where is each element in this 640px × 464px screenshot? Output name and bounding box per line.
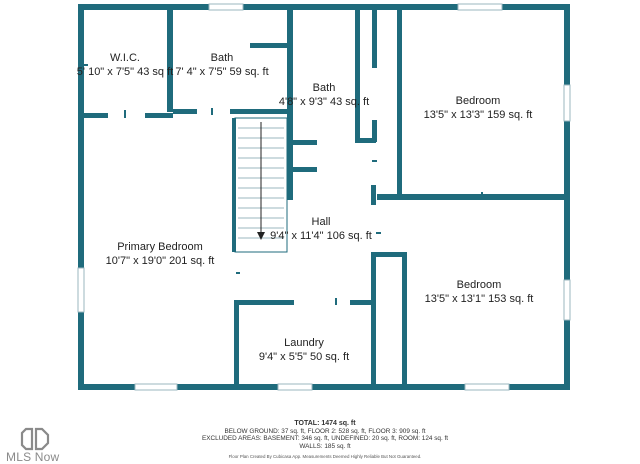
room-wic: W.I.C. 5' 10" x 7'5" 43 sq ft [77, 51, 173, 79]
room-dimensions: 7' 4" x 7'5" 59 sq. ft [175, 66, 269, 78]
room-bedroom-2: Bedroom 13'5" x 13'1" 153 sq. ft [425, 278, 534, 306]
wall-closet-right-lower [372, 120, 377, 142]
room-bath-2: Bath 4'8" x 9'3" 43 sq. ft [279, 81, 369, 109]
window-bottom-laundry [277, 383, 313, 391]
room-name: Bedroom [455, 95, 501, 107]
wall-bedroom2-closet [402, 252, 407, 384]
room-bath-1: Bath 7' 4" x 7'5" 59 sq. ft [175, 51, 268, 79]
summary-line-2: EXCLUDED AREAS: BASEMENT: 346 sq. ft, UN… [201, 435, 449, 443]
room-name: Bedroom [456, 279, 502, 291]
wall-closet-bottom [355, 138, 376, 143]
wall-bedroom1-left [397, 10, 402, 198]
logo-text: MLS Now [6, 450, 60, 464]
room-name: Hall [311, 216, 331, 228]
window-top-bedroom [457, 3, 503, 11]
wall-stairs-left [232, 118, 236, 252]
window-bottom-bedroom2 [464, 383, 510, 391]
wall-bath-bottom [173, 109, 197, 114]
wall-wic-bath [167, 10, 173, 112]
summary-total: TOTAL: 1474 sq. ft [294, 420, 356, 427]
room-dimensions: 9'4" x 11'4" 106 sq. ft [270, 230, 372, 242]
room-laundry: Laundry 9'4" x 5'5" 50 sq. ft [259, 336, 349, 364]
room-name: Bath [312, 82, 336, 94]
wall-bath2-stub2 [293, 167, 317, 172]
window-left-primary [77, 267, 85, 313]
door-ticks [84, 64, 483, 305]
wall-hall-right-lower [371, 252, 376, 384]
wall-wic-bottom-right [145, 113, 173, 118]
floor-plan [77, 3, 571, 391]
room-name: Primary Bedroom [117, 241, 203, 253]
wall-bedroom2-top [371, 252, 407, 257]
room-bedroom-1: Bedroom 13'5" x 13'3" 159 sq. ft [424, 94, 533, 122]
outer-wall-bottom [78, 384, 570, 390]
room-dimensions: 10'7" x 19'0" 201 sq. ft [105, 255, 215, 267]
wall-hall-right-upper [371, 185, 376, 205]
room-dimensions: 4'8" x 9'3" 43 sq. ft [278, 96, 370, 108]
window-right-bedroom2 [563, 279, 571, 321]
wall-wic-bottom [84, 113, 108, 118]
wall-bath2-stub [293, 140, 317, 145]
wall-bath-bottom-right [230, 109, 292, 114]
outer-wall-top [78, 4, 570, 10]
room-dimensions: 13'5" x 13'1" 153 sq. ft [424, 293, 534, 305]
room-name: Bath [210, 52, 234, 64]
outer-wall-right [564, 4, 570, 390]
room-dimensions: 13'5" x 13'3" 159 sq. ft [423, 109, 533, 121]
room-hall: Hall 9'4" x 11'4" 106 sq. ft [270, 215, 372, 243]
outer-wall-left [78, 4, 84, 390]
area-summary: TOTAL: 1474 sq. ft BELOW GROUND: 37 sq. … [190, 420, 460, 450]
mls-logo-icon [20, 427, 50, 451]
plan-credit: Floor Plan Created By Cubicasa App. Meas… [228, 454, 422, 459]
wall-laundry-top-right [350, 300, 375, 305]
summary-line-3: WALLS: 185 sq. ft [299, 442, 351, 450]
summary-line-1: BELOW GROUND: 37 sq. ft, FLOOR 2: 528 sq… [224, 427, 426, 435]
wall-bath-vanity [250, 43, 290, 48]
room-dimensions: 9'4" x 5'5" 50 sq. ft [258, 351, 350, 363]
stair-arrowhead [257, 232, 265, 240]
wall-laundry-left [234, 300, 239, 384]
wall-closet-left [355, 10, 360, 142]
wall-bath-bath2 [287, 10, 293, 200]
wall-laundry-top-left [234, 300, 294, 305]
room-name: Laundry [284, 337, 324, 349]
wall-bedroom1-bottom [377, 194, 564, 200]
window-right-bedroom [563, 84, 571, 122]
room-name: W.I.C. [110, 52, 140, 64]
wall-closet-right [372, 10, 377, 68]
window-top-bath [208, 3, 244, 11]
window-bottom-primary [134, 383, 178, 391]
room-primary-bedroom: Primary Bedroom 10'7" x 19'0" 201 sq. ft [106, 240, 215, 268]
room-dimensions: 5' 10" x 7'5" 43 sq ft [76, 66, 174, 78]
